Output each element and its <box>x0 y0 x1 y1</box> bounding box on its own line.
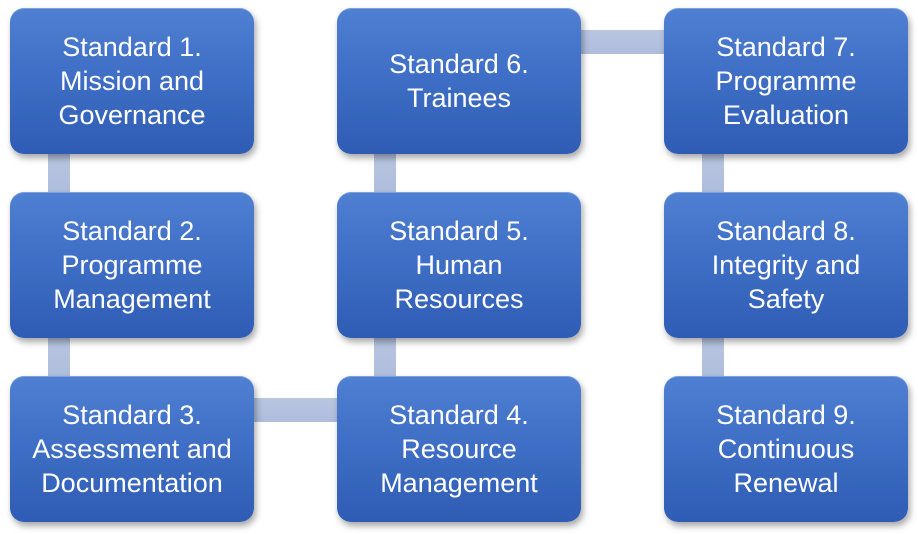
standard-8-name-line2: Safety <box>747 284 825 314</box>
standard-3-name-line1: Assessment and <box>32 434 232 464</box>
standard-5-name-line1: Human <box>415 250 503 280</box>
standard-6-name-line1: Trainees <box>406 83 512 113</box>
standard-2-title: Standard 2. <box>62 216 202 246</box>
connector-7-8 <box>702 150 724 196</box>
standard-4-name-line1: Resource <box>401 434 517 464</box>
connector-8-9 <box>702 334 724 380</box>
standard-1-box: Standard 1. Mission and Governance <box>10 8 254 154</box>
standard-2-box: Standard 2. Programme Management <box>10 192 254 338</box>
standard-6-box: Standard 6. Trainees <box>337 8 581 154</box>
standard-3-name-line2: Documentation <box>41 468 223 498</box>
connector-4-5 <box>374 334 396 380</box>
connector-5-6 <box>374 150 396 196</box>
standard-9-name-line1: Continuous <box>717 434 855 464</box>
standard-7-title: Standard 7. <box>716 32 856 62</box>
standard-9-name-line2: Renewal <box>733 468 839 498</box>
standard-2-name-line1: Programme <box>61 250 203 280</box>
standard-2-name-line2: Management <box>53 284 211 314</box>
standard-6-title: Standard 6. <box>389 49 529 79</box>
standard-9-box: Standard 9. Continuous Renewal <box>664 376 908 522</box>
standard-4-name-line2: Management <box>380 468 538 498</box>
standard-3-title: Standard 3. <box>62 400 202 430</box>
standard-8-title: Standard 8. <box>716 216 856 246</box>
standard-4-box: Standard 4. Resource Management <box>337 376 581 522</box>
connector-3-4 <box>250 398 340 422</box>
standard-5-box: Standard 5. Human Resources <box>337 192 581 338</box>
standard-9-title: Standard 9. <box>716 400 856 430</box>
standard-7-name-line1: Programme <box>715 66 857 96</box>
connector-2-3 <box>48 334 70 380</box>
connector-6-7 <box>578 30 668 54</box>
standard-1-name-line1: Mission and <box>59 66 205 96</box>
connector-1-2 <box>48 150 70 196</box>
standard-1-title: Standard 1. <box>62 32 202 62</box>
standard-8-box: Standard 8. Integrity and Safety <box>664 192 908 338</box>
standard-4-title: Standard 4. <box>389 400 529 430</box>
standard-7-name-line2: Evaluation <box>722 100 850 130</box>
standard-1-name-line2: Governance <box>58 100 206 130</box>
standard-5-name-line2: Resources <box>394 284 524 314</box>
standard-3-box: Standard 3. Assessment and Documentation <box>10 376 254 522</box>
standard-5-title: Standard 5. <box>389 216 529 246</box>
standard-7-box: Standard 7. Programme Evaluation <box>664 8 908 154</box>
standard-8-name-line1: Integrity and <box>711 250 861 280</box>
